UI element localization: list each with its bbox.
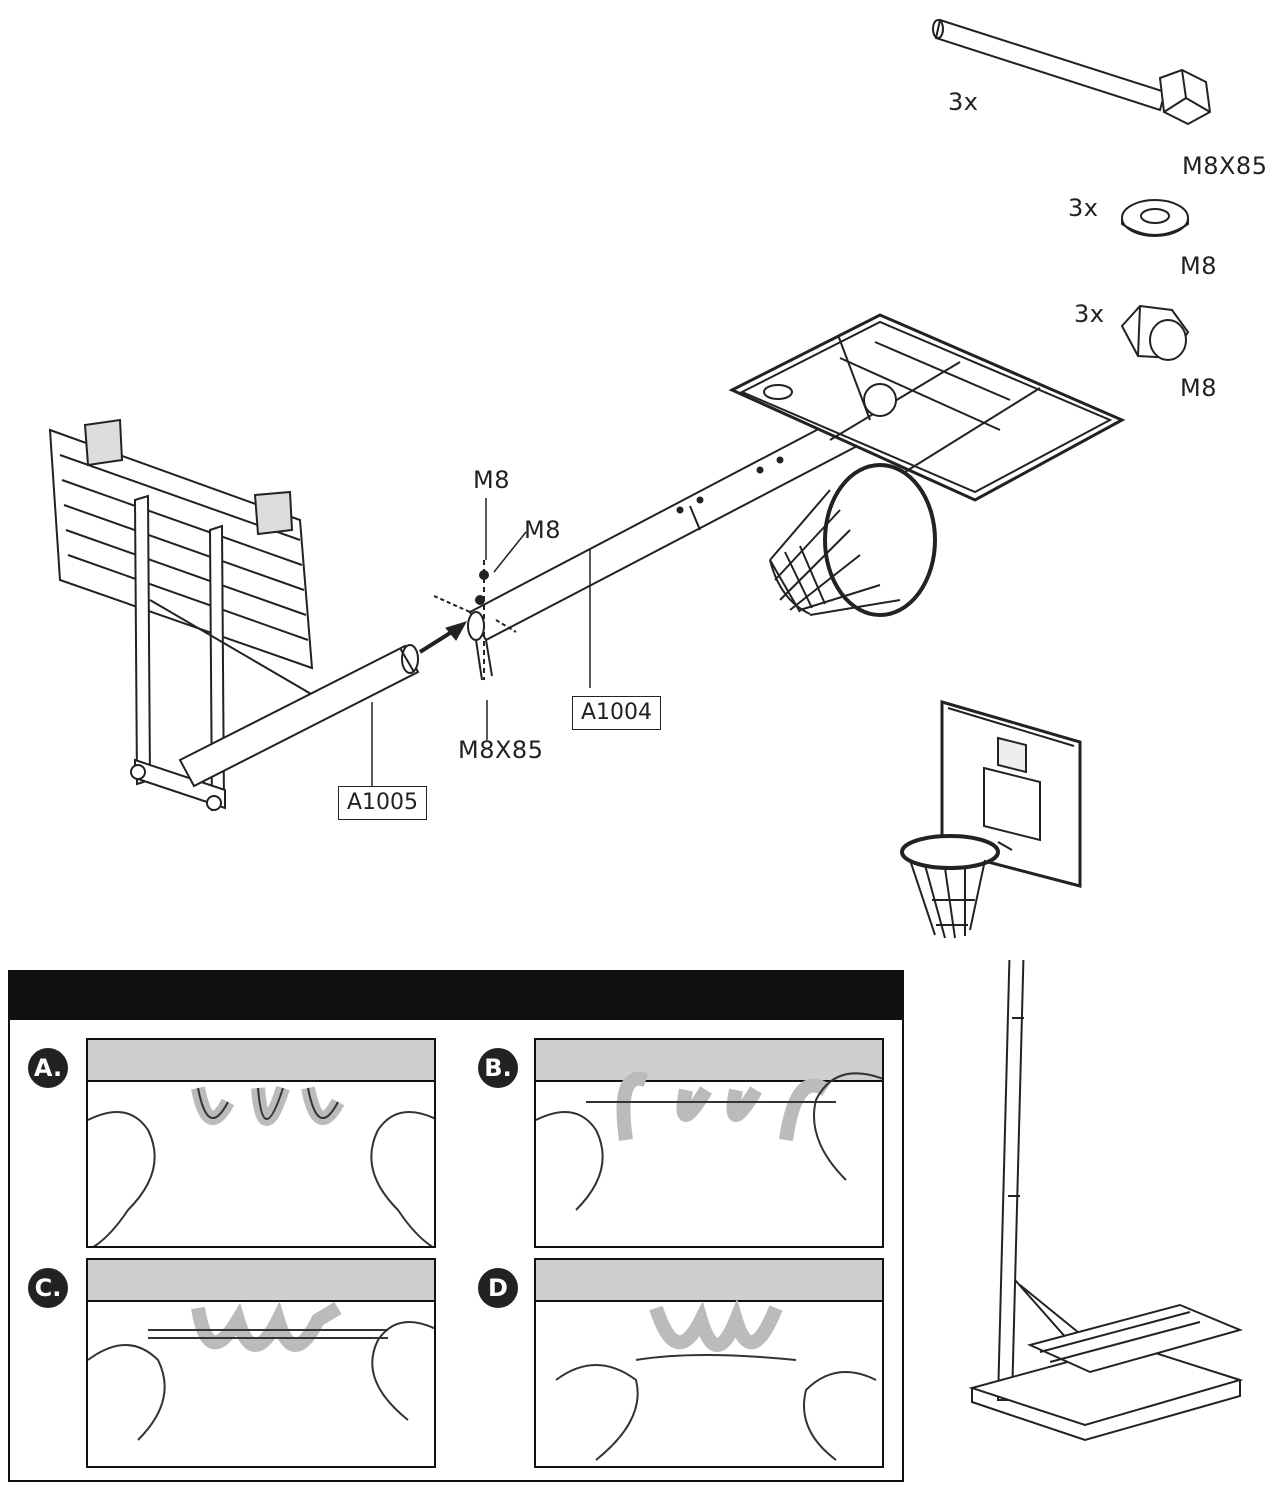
nut-icon	[1120, 304, 1190, 361]
net-loop-illustration-b	[536, 1071, 882, 1211]
rim-bar	[536, 1260, 882, 1302]
step-badge-b: B.	[478, 1048, 518, 1088]
bolt-icon	[932, 18, 1212, 126]
nut-qty: 3x	[1074, 300, 1105, 328]
rim-net-illustration	[769, 463, 937, 617]
washer-spec: M8	[1180, 252, 1217, 280]
net-step-a	[86, 1038, 436, 1248]
nut-spec: M8	[1180, 374, 1217, 402]
washer-qty: 3x	[1068, 194, 1099, 222]
rim-bar	[88, 1260, 434, 1302]
step-badge-a: A.	[28, 1048, 68, 1088]
step-badge-c: C.	[28, 1268, 68, 1308]
callout-bolt: M8X85	[458, 736, 544, 764]
net-loop-illustration-d	[555, 1298, 877, 1461]
net-attachment-panel: A. B. C.	[8, 970, 904, 1482]
bolt-spec: M8X85	[1182, 152, 1268, 180]
callout-washer: M8	[524, 516, 561, 544]
bolt-qty: 3x	[948, 88, 979, 116]
part-label-a1005: A1005	[338, 786, 428, 820]
step-badge-d: D	[478, 1268, 518, 1308]
base-frame-illustration	[48, 418, 331, 812]
lower-pole-illustration	[178, 644, 420, 788]
backboard-frame-illustration	[728, 313, 1126, 502]
part-label-a1004: A1004	[572, 696, 662, 730]
net-step-b	[534, 1038, 884, 1248]
assembled-hoop-pole-illustration	[968, 960, 1244, 1442]
assembled-hoop-illustration	[900, 700, 1082, 939]
panel-header-bar	[10, 972, 902, 1020]
net-step-c	[86, 1258, 436, 1468]
assembly-illustration	[48, 18, 1212, 939]
net-loop-illustration-c	[88, 1301, 434, 1441]
rim-bar	[536, 1040, 882, 1082]
callout-nut-top: M8	[473, 466, 510, 494]
joint-hardware-illustration	[433, 560, 517, 681]
net-step-d	[534, 1258, 884, 1468]
net-loop-illustration-a	[88, 1085, 434, 1246]
washer-icon	[1121, 199, 1189, 237]
rim-bar	[88, 1040, 434, 1082]
